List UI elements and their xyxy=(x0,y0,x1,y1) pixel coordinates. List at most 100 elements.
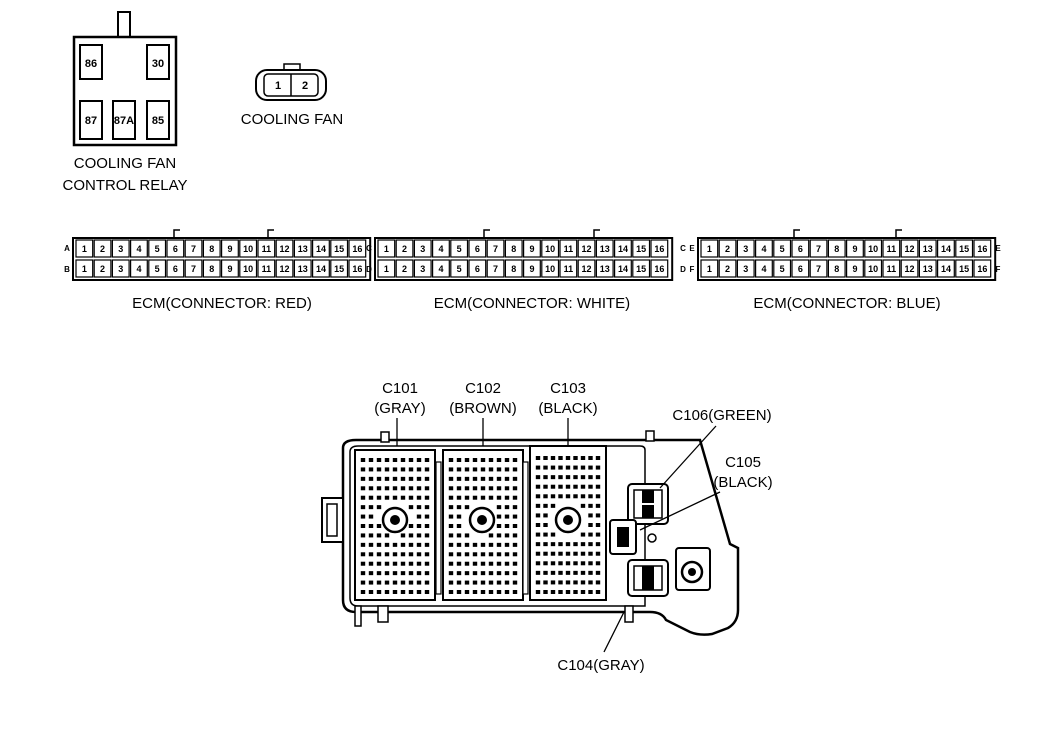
ecm-pin-cell xyxy=(166,259,185,278)
terminal-hole xyxy=(573,484,578,489)
terminal-hole xyxy=(464,476,470,481)
terminal-hole xyxy=(384,580,390,585)
terminal-hole xyxy=(565,484,571,489)
terminal-hole xyxy=(558,494,563,499)
terminal-hole xyxy=(550,503,556,508)
ecm-pin-cell xyxy=(504,259,523,278)
ecm-white-row-c-letter-right: C xyxy=(680,244,686,253)
ecm-pin-number: 3 xyxy=(118,244,123,254)
terminal-hole xyxy=(448,524,454,528)
ecm-pin-number: 14 xyxy=(618,244,628,254)
ecm-pin-number: 2 xyxy=(725,244,730,254)
ecm-pin-cell xyxy=(736,259,755,278)
terminal-hole xyxy=(392,571,398,576)
terminal-hole xyxy=(360,458,366,462)
ecm-pin-number: 11 xyxy=(887,244,897,254)
relay-tab xyxy=(117,11,131,38)
terminal-hole xyxy=(480,458,486,462)
terminal-hole xyxy=(543,590,548,594)
terminal-hole xyxy=(368,467,374,472)
terminal-hole xyxy=(558,580,563,585)
terminal-hole xyxy=(456,505,462,510)
fan-pin-1-label: 1 xyxy=(275,80,281,92)
terminal-hole xyxy=(480,590,486,594)
terminal-hole xyxy=(360,486,366,491)
terminal-hole xyxy=(416,524,422,528)
c101-label: C101 xyxy=(382,380,418,397)
terminal-hole xyxy=(456,571,462,576)
terminal-hole xyxy=(588,513,593,518)
terminal-hole xyxy=(504,486,510,491)
terminal-hole xyxy=(464,533,470,538)
terminal-hole xyxy=(504,590,510,594)
ecm-blue-row-e-letter-right: E xyxy=(995,244,1001,253)
terminal-hole xyxy=(550,570,556,575)
ecm-pin-cell xyxy=(413,239,432,258)
terminal-hole xyxy=(504,458,510,462)
terminal-hole xyxy=(595,570,601,575)
terminal-hole xyxy=(424,458,430,462)
terminal-hole xyxy=(456,467,462,472)
terminal-hole xyxy=(550,590,556,594)
terminal-hole xyxy=(464,542,470,547)
ecm-pin-number: 16 xyxy=(654,244,664,254)
terminal-hole xyxy=(456,495,462,500)
terminal-hole xyxy=(595,513,601,518)
ecm-pin-cell xyxy=(148,259,167,278)
terminal-hole xyxy=(543,523,548,527)
terminal-hole xyxy=(504,561,510,566)
ecm-pin-cell xyxy=(882,259,901,278)
ecm-pin-number: 5 xyxy=(155,244,160,254)
terminal-hole xyxy=(543,465,548,470)
terminal-hole xyxy=(416,590,422,594)
terminal-hole xyxy=(488,533,494,538)
ecm-pin-number: 1 xyxy=(384,244,389,254)
ecm-pin-number: 13 xyxy=(923,264,933,274)
terminal-hole xyxy=(512,533,518,538)
terminal-hole xyxy=(472,571,478,576)
terminal-hole xyxy=(543,570,548,575)
terminal-hole xyxy=(580,570,586,575)
terminal-hole xyxy=(580,484,586,489)
terminal-hole xyxy=(565,580,571,585)
terminal-hole xyxy=(464,505,470,510)
ecm-pin-number: 14 xyxy=(316,264,326,274)
ecm-pin-cell xyxy=(239,259,258,278)
terminal-hole xyxy=(535,570,541,575)
terminal-hole xyxy=(416,561,422,566)
terminal-hole xyxy=(488,476,494,481)
terminal-hole xyxy=(360,476,366,481)
ecm-pin-number: 9 xyxy=(227,244,232,254)
ecm-pin-number: 13 xyxy=(600,244,610,254)
ecm-pin-cell xyxy=(577,259,596,278)
terminal-hole xyxy=(595,580,601,585)
terminal-hole xyxy=(565,551,571,556)
ecm-pin-number: 6 xyxy=(173,244,178,254)
terminal-hole xyxy=(376,467,382,472)
terminal-hole xyxy=(565,456,571,460)
ecm-pin-number: 12 xyxy=(905,244,915,254)
terminal-hole xyxy=(504,571,510,576)
terminal-hole xyxy=(580,475,586,480)
terminal-hole xyxy=(424,505,430,510)
ecm-red-row-a-letter: A xyxy=(64,244,70,253)
ecm-pin-cell xyxy=(293,259,312,278)
terminal-hole xyxy=(408,552,414,557)
terminal-hole xyxy=(480,552,486,557)
terminal-hole xyxy=(535,503,541,508)
terminal-hole xyxy=(558,465,563,470)
terminal-hole xyxy=(588,465,593,470)
terminal-hole xyxy=(408,495,414,500)
terminal-hole xyxy=(424,524,430,528)
ecm-pin-number: 10 xyxy=(243,264,253,274)
ecm-pin-cell xyxy=(522,239,541,258)
terminal-hole xyxy=(416,495,422,500)
terminal-hole xyxy=(392,486,398,491)
terminal-hole xyxy=(512,524,518,528)
terminal-hole xyxy=(464,580,470,585)
terminal-hole xyxy=(588,532,593,537)
ecm-pin-number: 4 xyxy=(761,244,766,254)
terminal-hole xyxy=(496,458,502,462)
ecm-pin-number: 10 xyxy=(868,244,878,254)
